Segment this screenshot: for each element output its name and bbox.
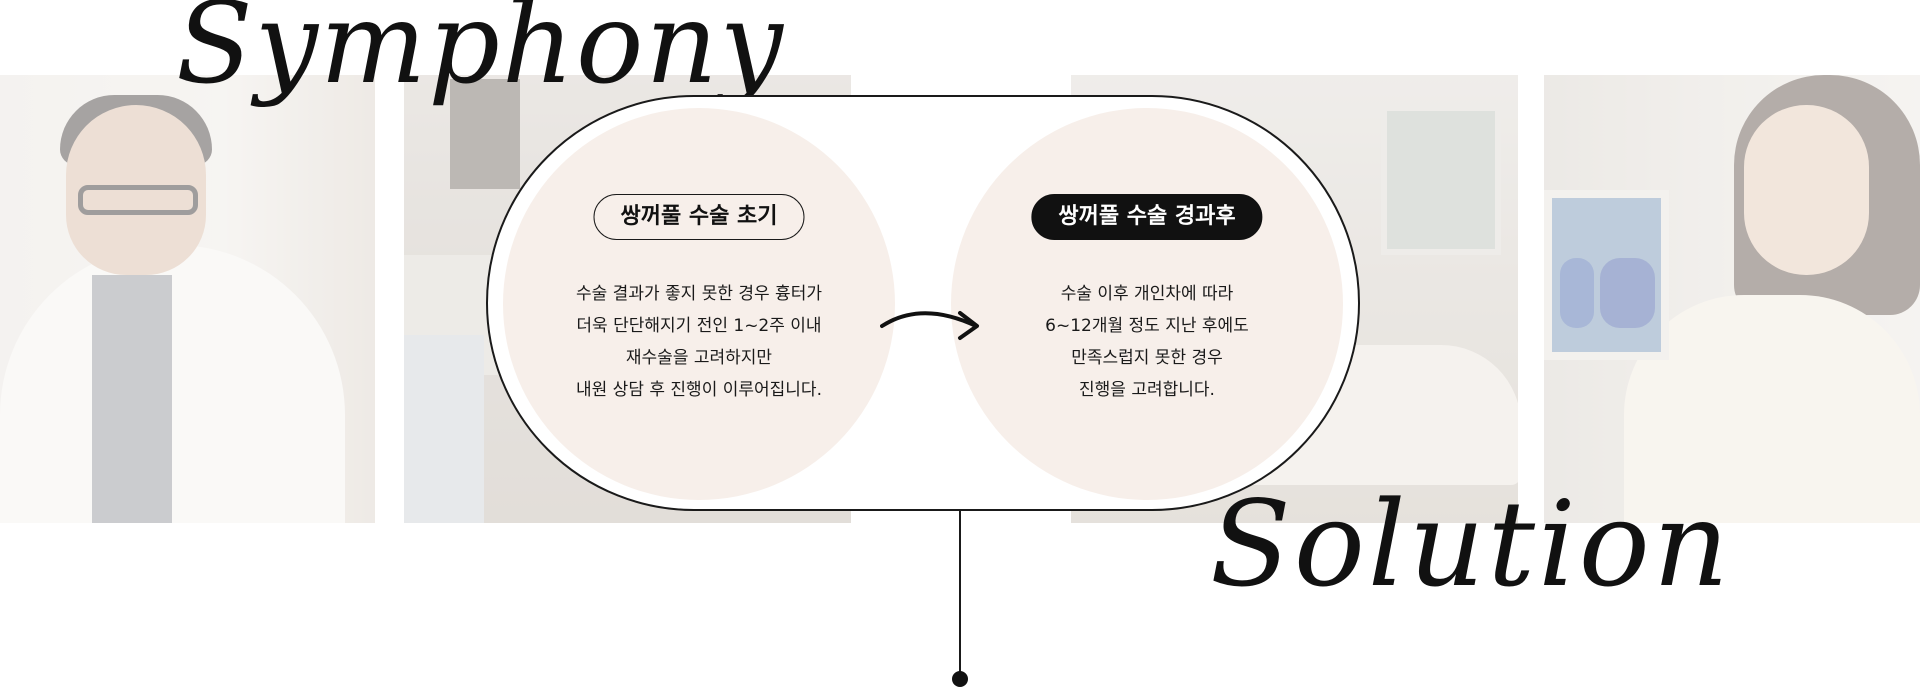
connector-dot	[952, 671, 968, 687]
after-line: 진행을 고려합니다.	[1079, 380, 1215, 400]
comparison-capsule: 쌍꺼풀 수술 초기 수술 결과가 좋지 못한 경우 흉터가 더욱 단단해지기 전…	[486, 95, 1360, 511]
before-line: 수술 결과가 좋지 못한 경우 흉터가	[576, 284, 822, 304]
before-line: 더욱 단단해지기 전인 1~2주 이내	[576, 316, 822, 336]
headline-symphony: Symphony	[176, 0, 785, 109]
before-circle: 쌍꺼풀 수술 초기 수술 결과가 좋지 못한 경우 흉터가 더욱 단단해지기 전…	[503, 108, 895, 500]
connector-line	[959, 511, 961, 674]
after-line: 수술 이후 개인차에 따라	[1060, 284, 1234, 304]
before-line: 내원 상담 후 진행이 이루어집니다.	[576, 380, 822, 400]
headline-solution: Solution	[1210, 475, 1732, 613]
consultant-photo	[1544, 75, 1920, 523]
after-line: 만족스럽지 못한 경우	[1071, 348, 1223, 368]
curved-arrow-right-icon	[880, 311, 979, 340]
before-badge: 쌍꺼풀 수술 초기	[593, 194, 805, 240]
after-description: 수술 이후 개인차에 따라 6~12개월 정도 지난 후에도 만족스럽지 못한 …	[951, 278, 1343, 406]
doctor-photo	[0, 75, 375, 523]
before-description: 수술 결과가 좋지 못한 경우 흉터가 더욱 단단해지기 전인 1~2주 이내 …	[503, 278, 895, 406]
after-circle: 쌍꺼풀 수술 경과후 수술 이후 개인차에 따라 6~12개월 정도 지난 후에…	[951, 108, 1343, 500]
after-badge: 쌍꺼풀 수술 경과후	[1031, 194, 1263, 240]
before-line: 재수술을 고려하지만	[625, 348, 773, 368]
after-line: 6~12개월 정도 지난 후에도	[1045, 316, 1249, 336]
